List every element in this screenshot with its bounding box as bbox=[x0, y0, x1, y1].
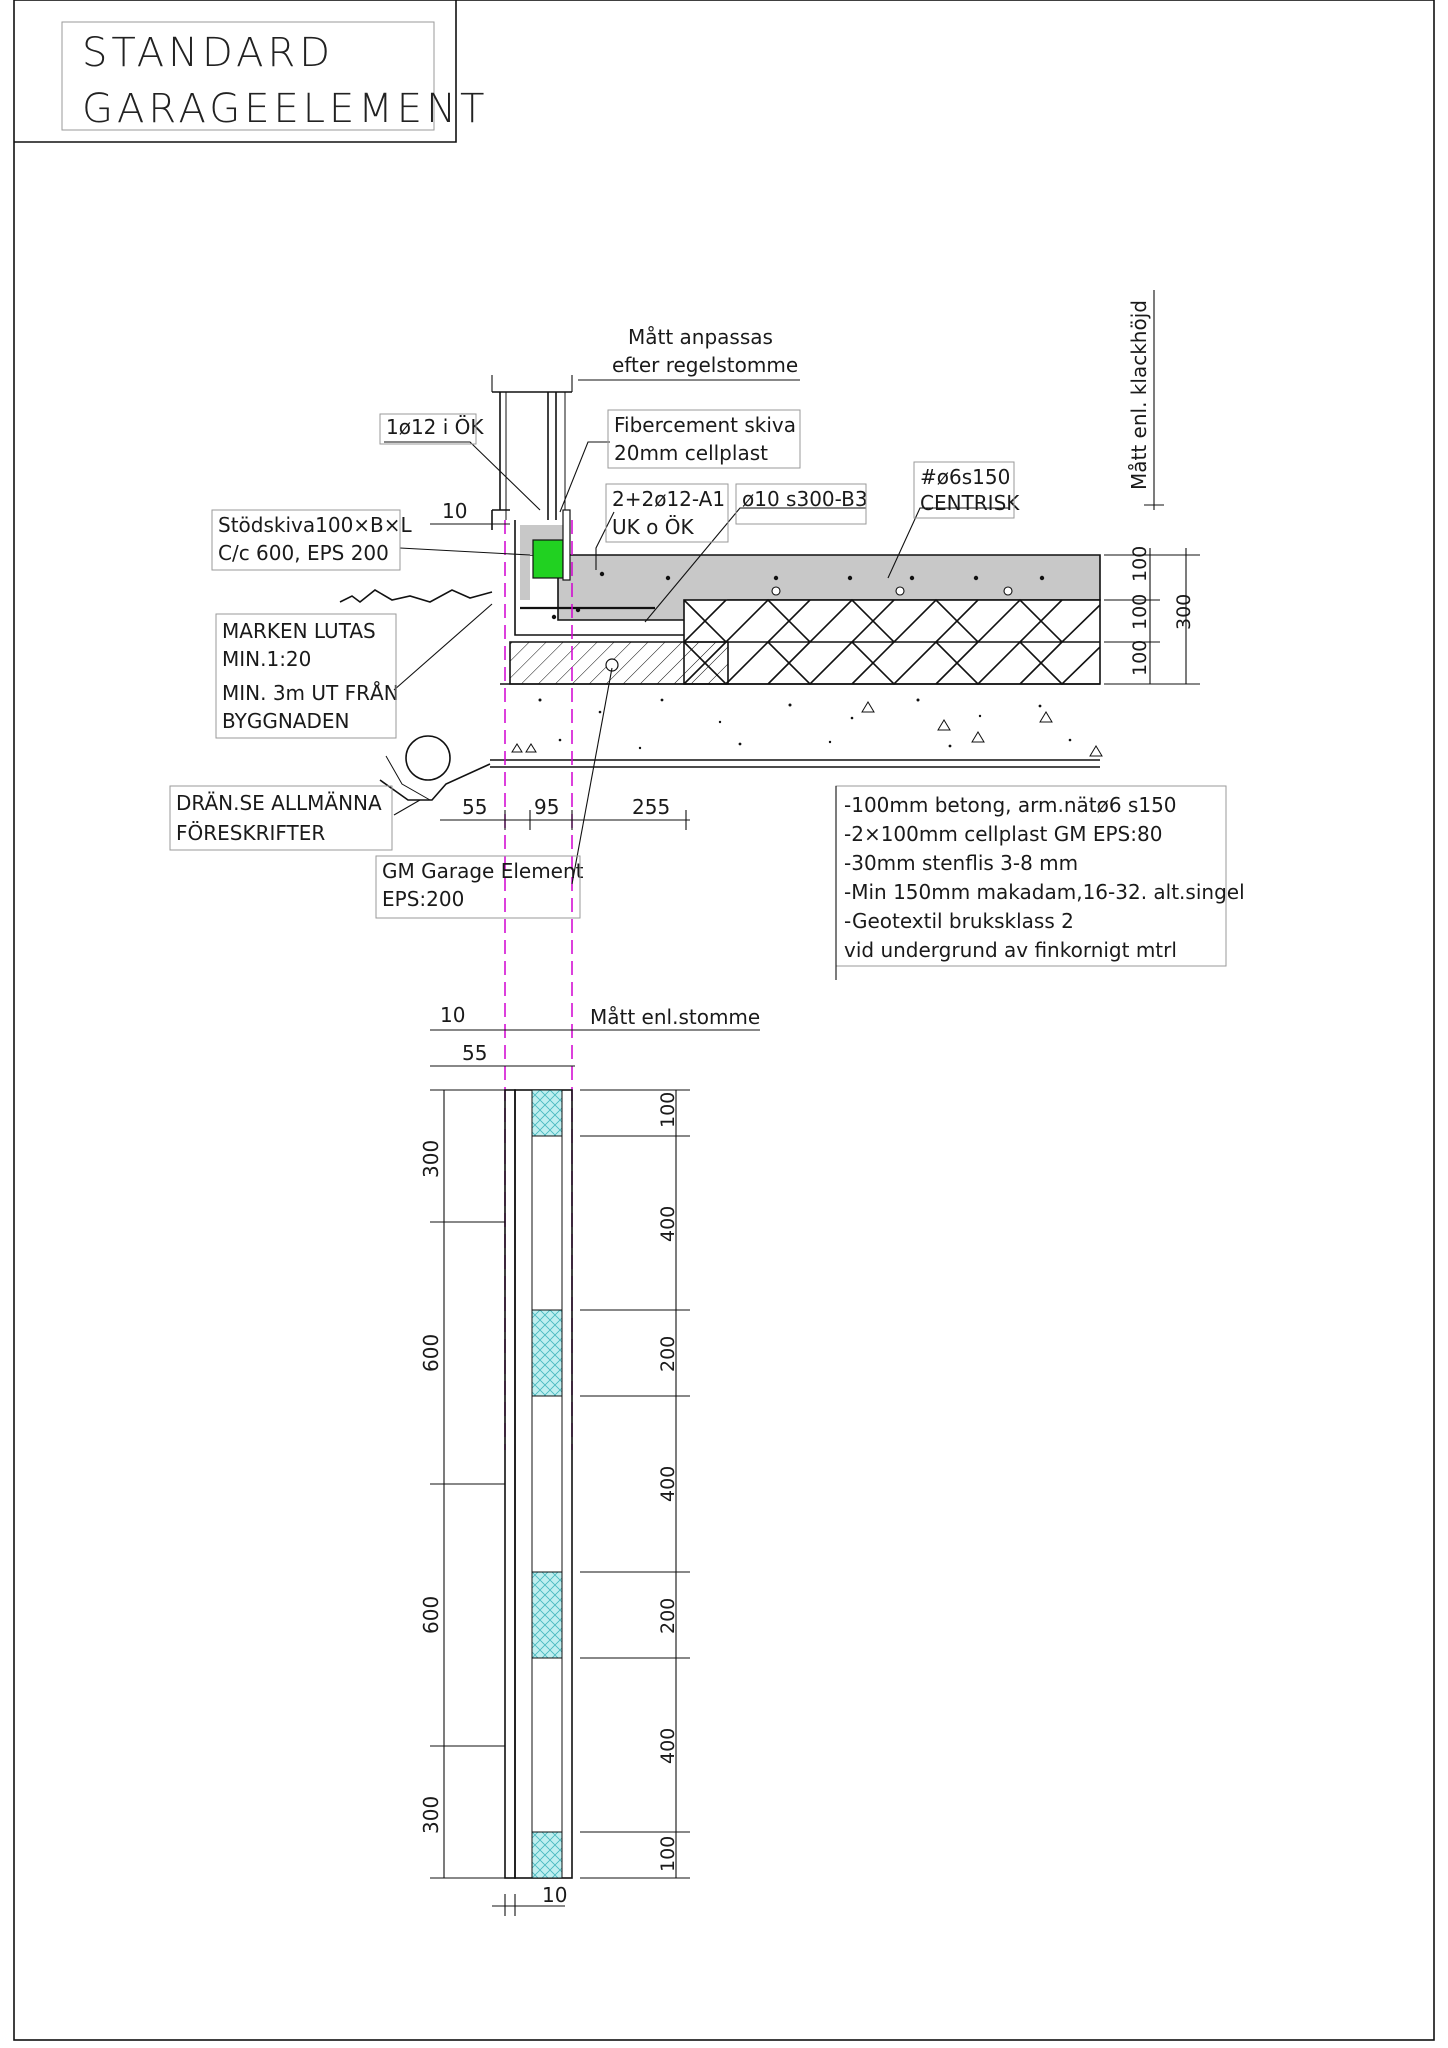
elev-matt-stomme: Mått enl.stomme bbox=[590, 1005, 760, 1029]
elev-right-dim-5: 200 bbox=[657, 1598, 679, 1634]
note-matt-2: efter regelstomme bbox=[612, 353, 798, 377]
section-detail: Mått anpassas efter regelstomme 1ø12 i Ö… bbox=[169, 290, 1245, 1450]
elev-fibercement bbox=[504, 1089, 516, 1879]
layer-1: -100mm betong, arm.nätø6 s150 bbox=[844, 793, 1177, 817]
elev-right-dim-2: 400 bbox=[657, 1206, 679, 1242]
label-mesh-1: #ø6s150 bbox=[920, 465, 1010, 489]
label-rebar-b3: ø10 s300-B3 bbox=[742, 487, 868, 511]
label-gm-1: GM Garage Element bbox=[382, 859, 584, 883]
label-dim-255: 255 bbox=[632, 795, 670, 819]
rebar-rings bbox=[771, 586, 1013, 596]
label-marken-4: BYGGNADEN bbox=[222, 709, 349, 733]
title-block: STANDARD GARAGEELEMENT bbox=[14, 0, 488, 143]
insulation-cellplast bbox=[683, 598, 1101, 686]
label-mesh-2: CENTRISK bbox=[920, 491, 1020, 515]
elev-dim-55: 55 bbox=[462, 1041, 487, 1065]
label-stodskiva-1: Stödskiva100×B×L bbox=[218, 513, 413, 537]
label-marken-1: MARKEN LUTAS bbox=[222, 619, 376, 643]
label-rebar-a1-2: UK o ÖK bbox=[612, 515, 694, 539]
layer-5: -Geotextil bruksklass 2 bbox=[844, 909, 1074, 933]
label-rebar-a1-1: 2+2ø12-A1 bbox=[612, 487, 725, 511]
label-fibercement-1: Fibercement skiva bbox=[614, 413, 796, 437]
layer-list: -100mm betong, arm.nätø6 s150 -2×100mm c… bbox=[835, 785, 1245, 980]
elev-left-dim-3: 600 bbox=[419, 1596, 443, 1634]
elev-right-dim-4: 400 bbox=[657, 1466, 679, 1502]
label-marken-2: MIN.1:20 bbox=[222, 647, 311, 671]
elev-dim-10-bottom: 10 bbox=[542, 1883, 567, 1907]
section-labels: Mått anpassas efter regelstomme 1ø12 i Ö… bbox=[169, 290, 1245, 980]
elev-element bbox=[514, 1089, 573, 1879]
elev-left-dim-1: 300 bbox=[419, 1140, 443, 1178]
elev-right-dims: 100 400 200 400 200 400 100 bbox=[580, 1089, 690, 1879]
support-block-green bbox=[532, 539, 564, 579]
label-dim-300: 300 bbox=[1173, 594, 1195, 630]
label-dim-100c: 100 bbox=[1129, 640, 1151, 676]
label-rebar-top: 1ø12 i ÖK bbox=[386, 415, 484, 439]
label-dim-55: 55 bbox=[462, 795, 487, 819]
label-dim-100a: 100 bbox=[1129, 546, 1151, 582]
layer-6: vid undergrund av finkornigt mtrl bbox=[844, 938, 1177, 962]
elev-left-dim-4: 300 bbox=[419, 1796, 443, 1834]
layer-3: -30mm stenflis 3-8 mm bbox=[844, 851, 1078, 875]
label-klackhojd: Mått enl. klackhöjd bbox=[1127, 300, 1151, 490]
wall-frame bbox=[491, 391, 572, 530]
fibercement-board bbox=[562, 509, 571, 581]
label-dran-1: DRÄN.SE ALLMÄNNA bbox=[176, 791, 382, 815]
label-gm-2: EPS:200 bbox=[382, 887, 464, 911]
elev-dim-10-top: 10 bbox=[440, 1003, 465, 1027]
elev-right-dim-1: 100 bbox=[657, 1092, 679, 1128]
gm-garage-element bbox=[509, 641, 729, 685]
label-dim-100b: 100 bbox=[1129, 594, 1151, 630]
elevation-detail: 10 Mått enl.stomme 55 300 600 600 300 bbox=[419, 1003, 760, 1916]
label-dran-2: FÖRESKRIFTER bbox=[176, 821, 325, 845]
label-stodskiva-2: C/c 600, EPS 200 bbox=[218, 541, 389, 565]
elev-left-dims: 300 600 600 300 bbox=[419, 1089, 505, 1879]
gravel-base bbox=[490, 683, 1103, 768]
sheet-border bbox=[13, 0, 1435, 2041]
rebar-dots bbox=[551, 571, 1045, 620]
elev-right-dim-3: 200 bbox=[657, 1336, 679, 1372]
elev-right-dim-7: 100 bbox=[657, 1836, 679, 1872]
label-fibercement-2: 20mm cellplast bbox=[614, 441, 768, 465]
layer-4: -Min 150mm makadam,16-32. alt.singel bbox=[844, 880, 1245, 904]
elev-left-dim-2: 600 bbox=[419, 1334, 443, 1372]
title-line-1: STANDARD bbox=[82, 30, 334, 76]
label-dim-10: 10 bbox=[442, 499, 467, 523]
label-marken-3: MIN. 3m UT FRÅN bbox=[222, 681, 399, 705]
layer-2: -2×100mm cellplast GM EPS:80 bbox=[844, 822, 1162, 846]
ground-and-drain bbox=[339, 589, 493, 801]
elev-right-dim-6: 400 bbox=[657, 1728, 679, 1764]
leader-lines bbox=[384, 441, 1010, 885]
note-matt-1: Mått anpassas bbox=[628, 325, 773, 349]
elev-support-blocks bbox=[531, 1089, 563, 1879]
label-dim-95: 95 bbox=[534, 795, 559, 819]
title-line-2: GARAGEELEMENT bbox=[82, 86, 488, 132]
